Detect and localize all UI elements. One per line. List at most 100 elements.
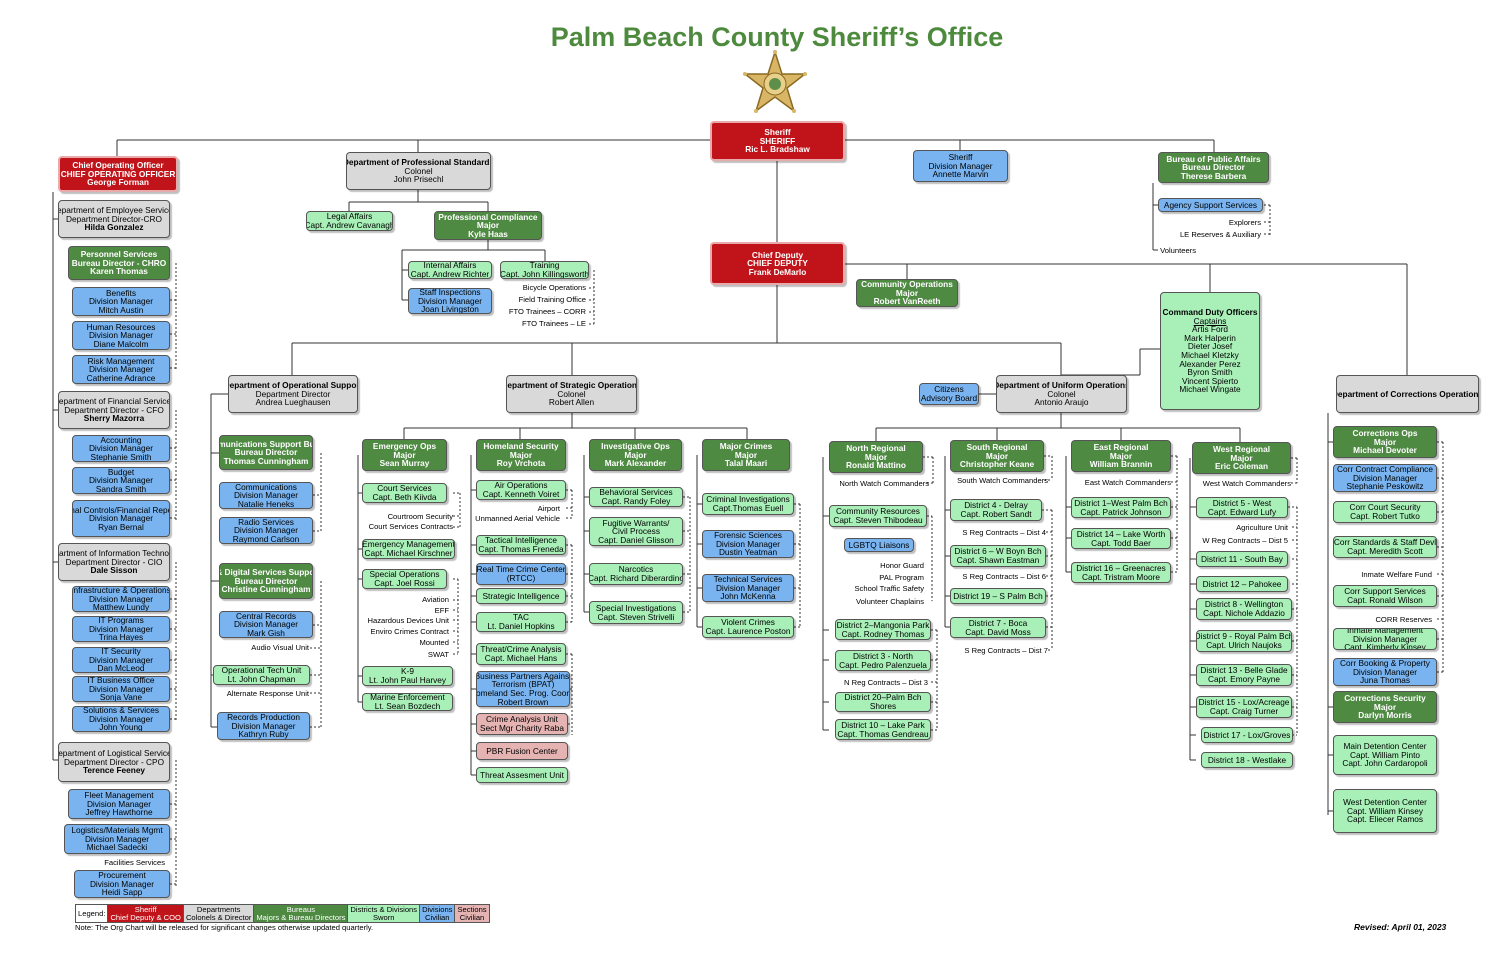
box-line: District 9 - Royal Palm Bch (1196, 631, 1292, 642)
box-line: District 13 - Belle Glade (1200, 665, 1288, 676)
box-line: Corrections Security (1344, 693, 1426, 704)
box-line: Capt. Kimberly Kinsey (1344, 642, 1426, 650)
box-line: Capt. Tristram Moore (1082, 571, 1160, 582)
label-airport: Airport (537, 504, 560, 513)
box-line: Threat/Crime Analysis (480, 644, 562, 655)
box-line: Raymond Carlson (232, 533, 300, 544)
box-rtcc: Real Time Crime Center(RTCC) (476, 563, 566, 585)
label-volunteer-chaplains: Volunteer Chaplains (856, 597, 924, 606)
box-line: Investigative Ops (601, 441, 670, 452)
label-pal: PAL Program (879, 573, 924, 582)
box-line: Business Partners Against (476, 671, 570, 681)
box-line: Lt. John Paul Harvey (368, 675, 447, 685)
box-line: Division Manager (715, 582, 781, 593)
box-line: Capt. Craig Turner (1209, 706, 1279, 716)
label-south-watch: South Watch Commanders (957, 476, 1048, 485)
box-line: Capt. John Cardaropoli (1342, 758, 1428, 769)
box-line: Inmate Management (1346, 628, 1424, 636)
label-inmate-welfare: Inmate Welfare Fund (1361, 570, 1432, 579)
box-line: Capt. Steven Thibodeau (833, 515, 923, 525)
box-line: Division Manager (1352, 472, 1418, 483)
box-line: Eric Coleman (1214, 461, 1269, 472)
box-line: Frank DeMarlo (748, 266, 807, 277)
label-eff: EFF (434, 606, 449, 615)
box-line: Bureau of Public Affairs (1166, 153, 1261, 164)
box-line: District 12 – Pahokee (1202, 578, 1282, 589)
label-aviation: Aviation (422, 595, 449, 604)
box-line: Special Operations (369, 569, 440, 580)
box-line: Capt. Ulrich Naujoks (1206, 640, 1282, 650)
label-court-contracts: Court Services Contracts (368, 522, 453, 531)
box-line: Captains (1193, 315, 1227, 326)
box-line: Homeland Sec. Prog. Coord. (476, 688, 570, 698)
label-unmanned: Unmanned Aerial Vehicle (475, 514, 560, 523)
box-line: Bureau Director (1182, 162, 1245, 173)
box-line: Communications Support Bureau (219, 438, 312, 449)
box-line: Forensic Sciences (714, 530, 782, 541)
box-line: (RTCC) (506, 573, 536, 583)
label-s-reg-7: S Reg Contracts – Dist 7 (964, 646, 1048, 655)
box-line: Capt.Thomas Euell (712, 503, 784, 513)
box-line: Main Detention Center (1343, 741, 1427, 752)
box-line: Diane Malcolm (93, 338, 149, 349)
box-line: Major (1230, 452, 1253, 463)
box-line: Department of Corrections Operations (1336, 388, 1479, 399)
box-line: Division Manager (233, 619, 299, 630)
box-line: Narcotics (618, 564, 654, 575)
box-line: Records Production (227, 712, 300, 723)
box-line: Capt. David Moss (965, 626, 1031, 637)
box-line: Major (985, 450, 1009, 461)
box-line: Homeland Security (483, 441, 559, 452)
box-line: SHERIFF (759, 135, 796, 146)
box-line: Kyle Haas (468, 228, 508, 239)
box-line: Department of Logistical Services (58, 748, 170, 759)
box-line: Communications (235, 482, 297, 492)
box-line: Marine Enforcement (370, 693, 445, 703)
box-line: Mitch Austin (98, 304, 144, 315)
box-pbr-fusion: PBR Fusion Center (476, 742, 568, 760)
box-line: Major Crimes (719, 441, 773, 452)
box-line: Christopher Keane (959, 459, 1035, 470)
footnote: Note: The Org Chart will be released for… (75, 923, 374, 932)
box-line: George Forman (87, 177, 149, 188)
box-line: Karen Thomas (90, 266, 148, 277)
box-line: Division Manager (233, 525, 299, 536)
box-line: Division Manager (928, 160, 993, 171)
box-line: Corr Standards & Staff Devl (1333, 537, 1437, 548)
box-line: Department Director - CPO (63, 756, 165, 767)
box-line: Division Manager (88, 364, 154, 375)
box-line: Major (476, 220, 500, 231)
legend-item-line2: Civilian (459, 912, 485, 922)
box-line: Capt. Thomas Gendreau (837, 728, 929, 739)
box-line: IT Security (101, 647, 141, 657)
box-line: Major (864, 451, 888, 462)
box-agency-support: Agency Support Services (1158, 198, 1263, 212)
page-title: Palm Beach County Sheriff’s Office (550, 22, 1004, 52)
box-line: John Prisechl (393, 174, 444, 185)
legend-item-line1: Bureaus (286, 904, 316, 914)
box-line: District 17 - Lox/Groves (1203, 729, 1291, 740)
box-line: Capt. Ronald Wilson (1347, 595, 1423, 605)
box-line: Sonja Vane (99, 692, 143, 702)
box-district11: District 11 - South Bay (1196, 551, 1288, 567)
label-fto-corr: FTO Trainees – CORR (508, 307, 586, 316)
box-line: Colonel (404, 165, 433, 176)
box-line: Michael Sadecki (86, 842, 148, 853)
box-line: Training (529, 261, 560, 271)
